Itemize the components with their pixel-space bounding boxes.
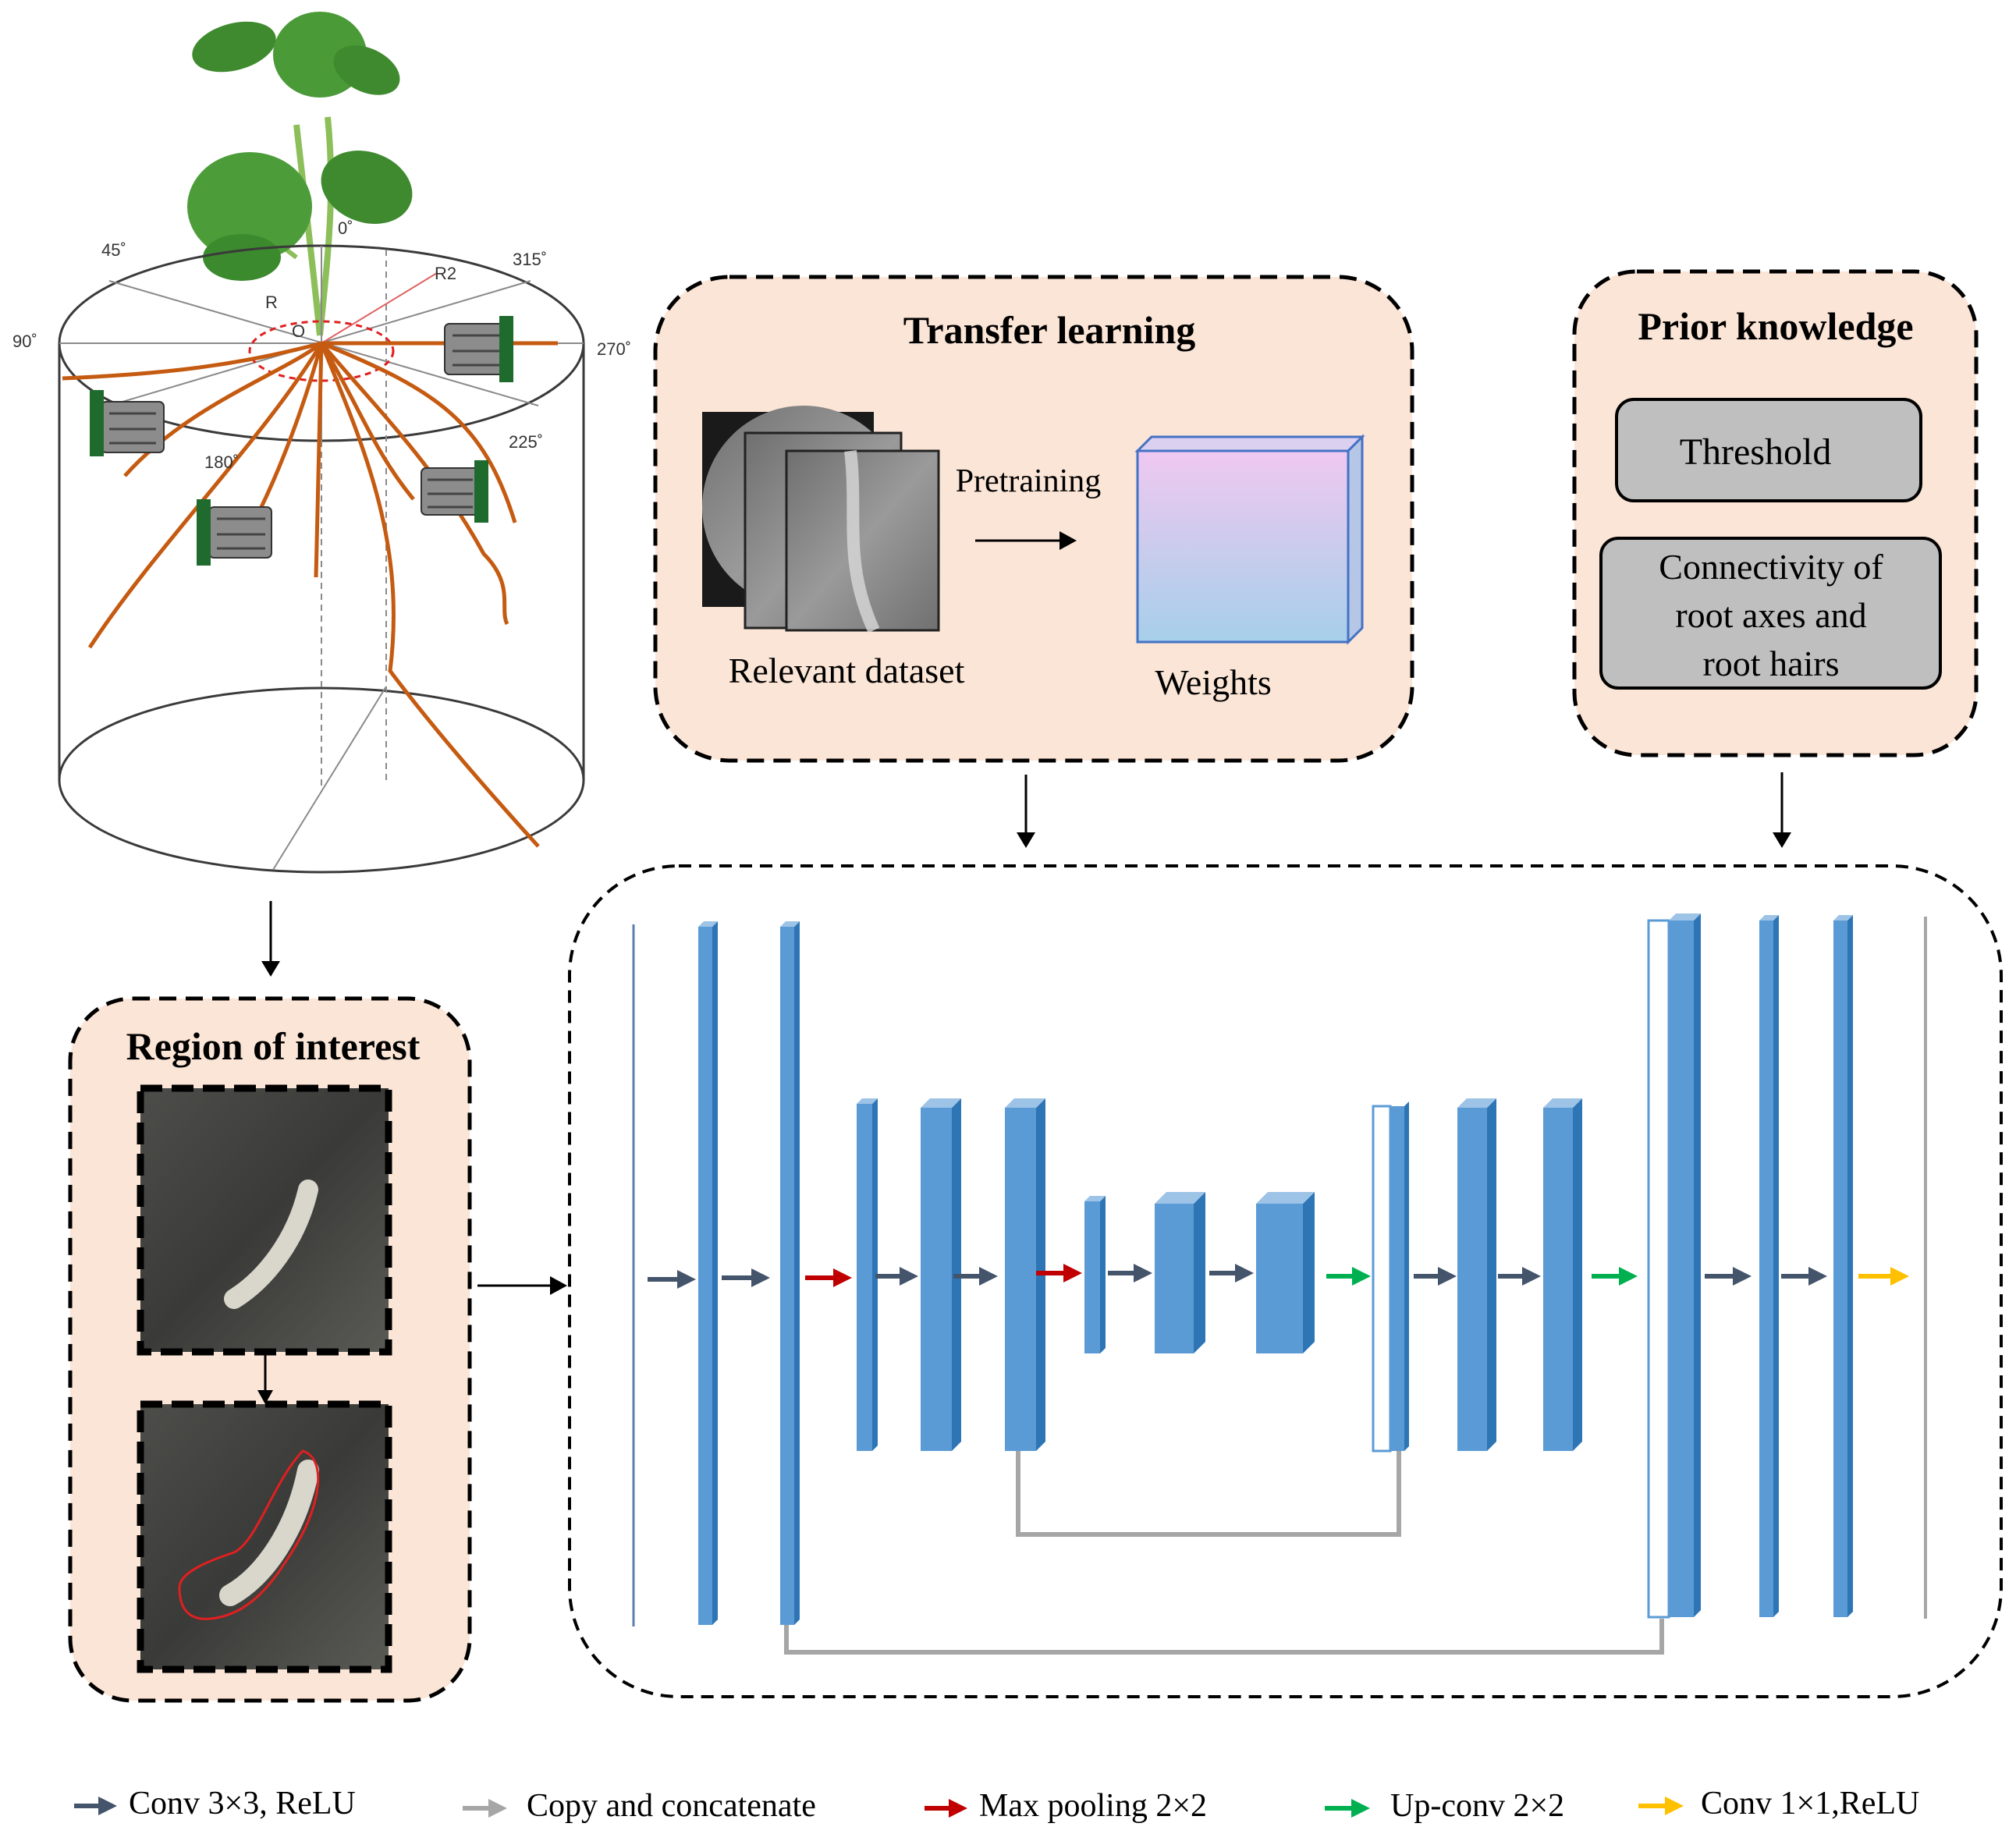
- roi-image-annotated: [137, 1400, 392, 1673]
- feature-block: [1759, 915, 1779, 1617]
- angle-label-90: 90˚: [12, 332, 37, 351]
- legend-item-copy: Copy and concatenate: [463, 1788, 816, 1824]
- threshold-box: [1615, 398, 1922, 502]
- radius-label-r2: R2: [435, 264, 456, 283]
- legend-label-pool: Max pooling 2×2: [979, 1788, 1207, 1824]
- feature-block: [698, 921, 718, 1625]
- feature-block: [1669, 913, 1701, 1617]
- camera-module: [90, 390, 165, 456]
- legend-label-conv: Conv 3×3, ReLU: [129, 1786, 356, 1822]
- connectivity-box: [1599, 537, 1942, 690]
- camera-module: [444, 316, 513, 382]
- conv-arrow: [875, 1267, 918, 1286]
- upconv-arrow: [1326, 1267, 1371, 1286]
- flow-arrows: [261, 772, 1791, 1295]
- weights-cube: [1134, 434, 1365, 645]
- connectivity-line-1: Connectivity of: [1659, 547, 1883, 587]
- pretraining-label: Pretraining: [956, 463, 1102, 499]
- angle-label-45: 45˚: [101, 240, 126, 260]
- feature-block: [1256, 1192, 1315, 1353]
- camera-module: [197, 499, 272, 566]
- copied-block: [1647, 919, 1670, 1619]
- arrowhead-cylinder-to-roi: [261, 961, 280, 977]
- feature-block: [1005, 1098, 1045, 1451]
- transfer-learning-panel: Transfer learning Relevant dataset Pretr…: [653, 275, 1414, 763]
- radius-line: [321, 272, 438, 344]
- conv-arrow: [722, 1268, 770, 1287]
- angle-label-315: 315˚: [513, 250, 547, 269]
- connectivity-line-3: root hairs: [1702, 644, 1839, 683]
- arrowhead-roi-to-unet: [550, 1276, 567, 1295]
- legend-item-final-conv: Conv 1×1,ReLU: [1638, 1786, 1919, 1822]
- angle-label-270: 270˚: [597, 339, 631, 359]
- legend-item-conv: Conv 3×3, ReLU: [74, 1786, 356, 1822]
- legend-label-copy: Copy and concatenate: [527, 1788, 816, 1824]
- weights-label: Weights: [1155, 662, 1272, 702]
- copied-block: [1372, 1105, 1392, 1453]
- conv-arrow: [1108, 1264, 1152, 1282]
- conv-arrow: [1781, 1267, 1827, 1286]
- unet-panel: [568, 864, 2003, 1698]
- angle-label-225: 225˚: [509, 432, 543, 452]
- plant-shoot: [187, 12, 413, 336]
- legend-item-pool: Max pooling 2×2: [925, 1788, 1207, 1824]
- rhizotron-illustration: 0˚ 45˚ 90˚ 180˚ 225˚ 270˚ 315˚ R R2 O: [12, 12, 631, 874]
- copy-connection-outer: [784, 1619, 1664, 1655]
- conv-arrow: [1414, 1267, 1457, 1286]
- origin-label: O: [292, 321, 305, 341]
- arrowhead-prior-to-unet: [1773, 832, 1791, 848]
- relevant-dataset-label: Relevant dataset: [729, 651, 965, 690]
- radius-label-r: R: [265, 293, 278, 312]
- connectivity-line-2: root axes and: [1675, 595, 1866, 635]
- origin-circle: [248, 320, 395, 382]
- pool-arrow: [805, 1268, 852, 1287]
- threshold-label: Threshold: [1680, 431, 1832, 473]
- conv-arrow: [1705, 1267, 1752, 1286]
- roi-title: Region of interest: [126, 1024, 421, 1068]
- legend-label-final-conv: Conv 1×1,ReLU: [1701, 1786, 1919, 1822]
- region-of-interest-panel: Region of interest: [68, 996, 472, 1703]
- transfer-learning-title: Transfer learning: [903, 308, 1196, 352]
- conv-arrow: [1209, 1264, 1254, 1282]
- feature-block: [1084, 1196, 1106, 1353]
- copy-connection-inner: [1016, 1447, 1401, 1537]
- feature-block: [1155, 1192, 1205, 1353]
- upconv-arrow: [1592, 1267, 1638, 1286]
- camera-module: [421, 460, 488, 523]
- conv-arrow: [648, 1270, 696, 1289]
- angle-label-0: 0˚: [338, 218, 353, 238]
- conv-arrow: [953, 1267, 998, 1286]
- feature-block: [1543, 1098, 1582, 1451]
- feature-block: [921, 1098, 961, 1451]
- root-system: [62, 341, 558, 848]
- roi-image-raw: [137, 1084, 392, 1356]
- arrowhead-transfer-to-unet: [1017, 832, 1035, 848]
- conv-arrow: [1498, 1267, 1541, 1286]
- legend-item-upconv: Up-conv 2×2: [1325, 1788, 1564, 1824]
- feature-block: [1390, 1101, 1409, 1451]
- relevant-dataset-images: [702, 406, 940, 633]
- pool-arrow: [1036, 1264, 1082, 1282]
- prior-knowledge-title: Prior knowledge: [1638, 304, 1913, 348]
- pretraining-arrowhead: [1059, 531, 1077, 550]
- legend-label-upconv: Up-conv 2×2: [1390, 1788, 1564, 1824]
- feature-block: [857, 1098, 878, 1451]
- legend: Conv 3×3, ReLU Copy and concatenate Max …: [74, 1786, 1919, 1824]
- feature-block: [1457, 1098, 1496, 1451]
- feature-block: [1833, 915, 1853, 1617]
- prior-knowledge-panel: Prior knowledge Threshold Connectivity o…: [1572, 269, 1979, 757]
- angle-label-180: 180˚: [204, 452, 239, 472]
- feature-block: [780, 921, 800, 1625]
- roi-down-arrowhead: [257, 1390, 273, 1404]
- final-conv-arrow: [1858, 1267, 1909, 1286]
